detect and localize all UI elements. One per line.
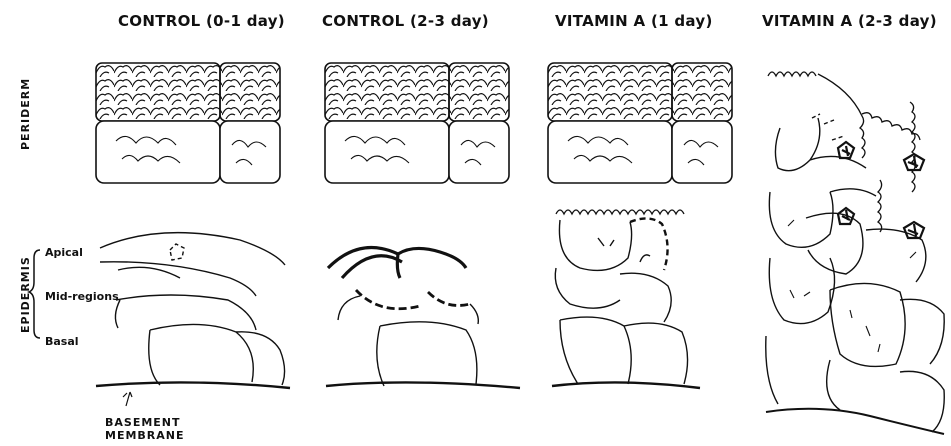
periderm-control-2-3 bbox=[325, 63, 509, 183]
keratohyalin-clusters bbox=[838, 142, 924, 238]
periderm-vitamin-a-1 bbox=[548, 63, 732, 183]
epidermis-control-2-3 bbox=[326, 248, 520, 388]
epidermis-control-0-1 bbox=[96, 233, 290, 406]
epidermis-vitamin-a-2-3 bbox=[766, 72, 945, 434]
periderm-control-0-1 bbox=[96, 63, 280, 183]
epidermis-vitamin-a-1 bbox=[552, 210, 700, 388]
epidermis-brace bbox=[29, 250, 40, 338]
